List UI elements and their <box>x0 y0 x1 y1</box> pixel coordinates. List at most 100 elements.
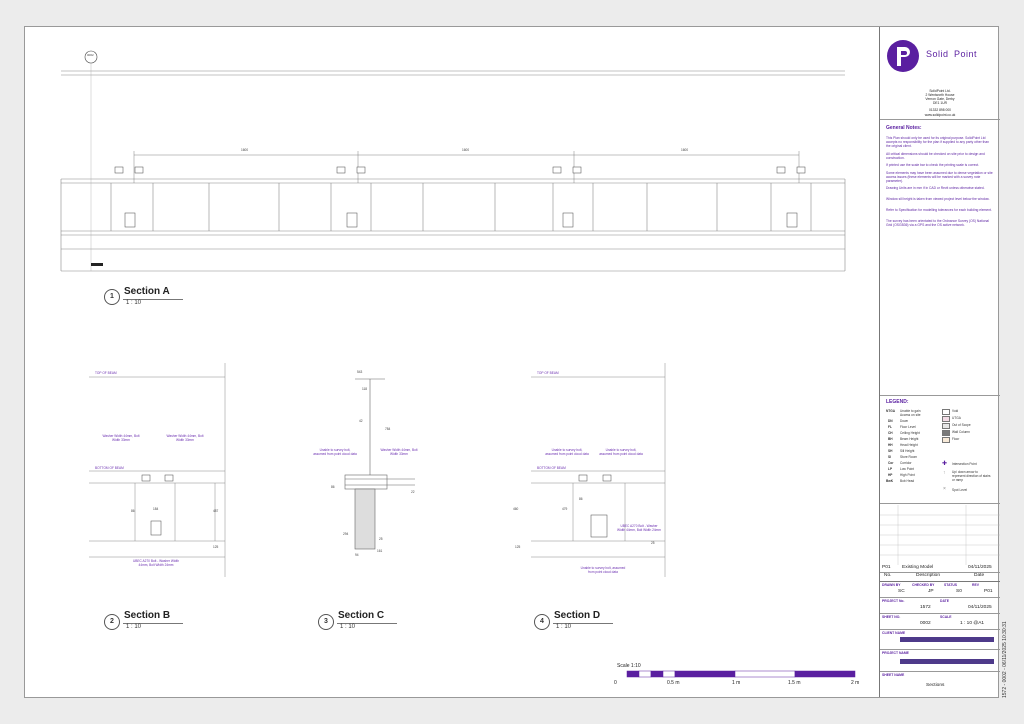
section-d-number: 4 <box>534 614 550 630</box>
unable-survey-d3: Unable to survey bolt, assumed from poin… <box>580 566 626 574</box>
view-ref-label: 0002 <box>87 53 94 57</box>
plot-stamp: 1572 - 0002 - 06/11/2025 10:30:31 <box>1002 621 1008 698</box>
bolt-plates-d <box>578 474 612 538</box>
client-name-bar <box>900 637 994 642</box>
dim-c-10: 161 <box>377 549 383 553</box>
dim-c-2: 118 <box>362 387 368 391</box>
dim-c-1: 543 <box>357 370 363 374</box>
dim-c-5: 22 <box>411 490 415 494</box>
bottom-of-beam-b: BOTTOM OF BEAM <box>95 466 124 470</box>
dim-d-3: 125 <box>515 545 521 549</box>
general-note-2: All critical dimensions should be checke… <box>886 152 985 160</box>
dim-b-3: 487 <box>213 509 219 513</box>
section-c-drawing <box>344 378 415 550</box>
scale: 1 : 10 @A1 <box>960 621 985 626</box>
swatch-utga <box>942 416 950 422</box>
bolt-note-d: UBEC A270 Bolt - Washer Width 44mm, Bolt… <box>617 524 661 532</box>
company-name-point: Point <box>954 49 978 59</box>
legend-title: LEGEND: <box>886 399 909 405</box>
bolt-plates-b <box>141 474 174 536</box>
section-a-number: 1 <box>104 289 120 305</box>
scale-bar-title: Scale 1:10 <box>617 663 641 669</box>
section-a-scale: 1 : 10 <box>126 300 142 306</box>
general-note-6: Window sill height is taken from viewed … <box>886 197 990 201</box>
swatch-out-of-scope <box>942 423 950 429</box>
stair-arrow-icon: ↑ <box>943 470 946 476</box>
drawn-by: SC <box>898 589 905 594</box>
dim-a-2: 1600 <box>462 148 470 152</box>
date: 04/11/2025 <box>968 605 992 610</box>
washer-note-c: Washer Width 44mm, Bolt Width 33mm <box>380 448 418 456</box>
bolt-plates-a <box>114 166 806 228</box>
dim-d-5: 25 <box>651 541 655 545</box>
section-b-drawing <box>89 363 226 577</box>
general-note-1: This Plan should only be used for its or… <box>886 136 989 148</box>
top-of-beam-d: TOP OF BEAM <box>537 371 559 375</box>
section-d-drawing <box>531 363 666 577</box>
company-address: SolidPoint Ltd. 2 Wentworth House Vernon… <box>924 89 956 117</box>
dim-d-4: 86 <box>579 497 583 501</box>
drawing-sheet: 0002 1600 1600 1600 1 Section A 1 : 10 2… <box>24 26 1000 698</box>
section-d-scale: 1 : 10 <box>556 624 572 630</box>
dim-b-2: 184 <box>153 507 159 511</box>
view-reference-marker <box>84 50 98 64</box>
checked-by: JP <box>928 589 934 594</box>
section-c-number: 3 <box>318 614 334 630</box>
unable-survey-d1: Unable to survey bolt, assumed from poin… <box>545 448 589 456</box>
dim-c-9: 94 <box>355 553 359 557</box>
level-marker <box>91 263 103 266</box>
title-block: Solid Point SolidPoint Ltd. 2 Wentworth … <box>879 27 1000 697</box>
project-name-bar <box>900 659 994 664</box>
dim-c-6: 86 <box>331 485 335 489</box>
dim-a-1: 1600 <box>241 148 249 152</box>
general-note-3: If printed use the scale bar to check th… <box>886 163 980 167</box>
section-c-scale: 1 : 10 <box>340 624 356 630</box>
drawing-area <box>60 50 856 678</box>
general-note-4: Some elements may have been assumed due … <box>886 171 993 183</box>
dim-c-3: 784 <box>385 427 391 431</box>
project-no: 1572 <box>920 605 931 610</box>
scale-bar <box>626 670 856 678</box>
scale-tick-1: 0.5 m <box>667 680 680 686</box>
rev: P01 <box>984 589 993 594</box>
sheet-name: Sections <box>926 683 945 688</box>
scale-tick-0: 0 <box>614 680 617 686</box>
section-a-dimensions <box>133 151 800 183</box>
section-c-title: Section C <box>338 610 385 621</box>
washer-note-b1: Washer Width 44mm, Bolt Width 33mm <box>102 434 140 442</box>
section-d-title: Section D <box>554 610 601 621</box>
dim-c-8: 25 <box>379 537 383 541</box>
spot-level-icon: × <box>943 486 946 492</box>
general-note-7: Refer to Specification for modelling tol… <box>886 208 992 212</box>
section-b-scale: 1 : 10 <box>126 624 142 630</box>
bottom-of-beam-d: BOTTOM OF BEAM <box>537 466 566 470</box>
swatch-floor <box>942 437 950 443</box>
general-notes-title: General Notes: <box>886 125 922 131</box>
bolt-note-b: UBEC A270 Bolt - Washer Width 44mm, Bolt… <box>132 559 180 567</box>
section-b-number: 2 <box>104 614 120 630</box>
swatch-void <box>942 409 950 415</box>
dim-d-2: 479 <box>562 507 568 511</box>
solidpoint-logo-icon <box>887 40 919 72</box>
scale-tick-4: 2 m <box>851 680 860 686</box>
dim-c-4: 42 <box>359 419 363 423</box>
section-a-title: Section A <box>124 286 170 297</box>
scale-tick-3: 1.5 m <box>788 680 801 686</box>
intersection-point-icon: ✚ <box>942 461 948 467</box>
dim-a-3: 1600 <box>681 148 689 152</box>
revision-grid <box>880 505 1000 565</box>
general-note-5: Drawing Units are in mm if in CAD or Rev… <box>886 186 985 190</box>
dim-b-4: 125 <box>213 545 219 549</box>
section-a-elevation <box>60 70 846 272</box>
sheet-no: 0002 <box>920 621 931 626</box>
section-b-title: Section B <box>124 610 171 621</box>
scale-tick-2: 1 m <box>732 680 741 686</box>
washer-note-b2: Washer Width 44mm, Bolt Width 33mm <box>166 434 204 442</box>
swatch-wall-column <box>942 430 950 436</box>
dim-c-7: 294 <box>343 532 349 536</box>
dim-d-1: 460 <box>513 507 519 511</box>
unable-survey-d2: Unable to survey bolt, assumed from poin… <box>599 448 643 456</box>
dim-b-1: 86 <box>131 509 135 513</box>
unable-survey-c: Unable to survey bolt, assumed from poin… <box>313 448 357 456</box>
status: S0 <box>956 589 962 594</box>
